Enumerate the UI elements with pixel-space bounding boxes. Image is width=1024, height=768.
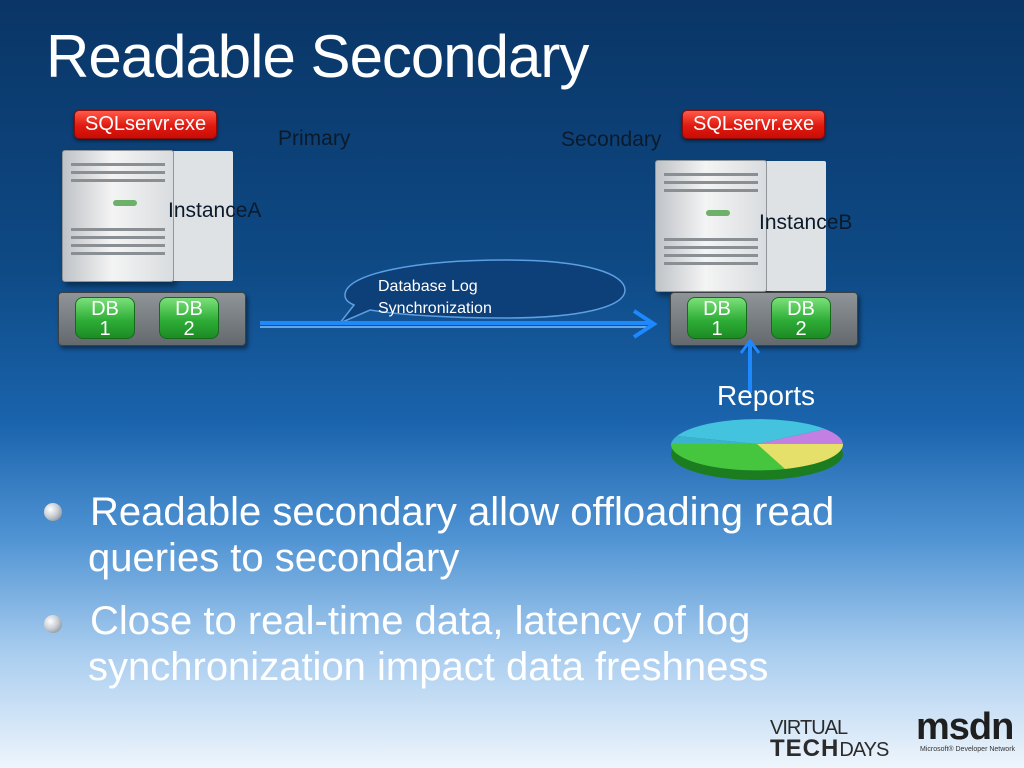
- msdn-logo-subtitle: Microsoft® Developer Network: [920, 746, 1016, 753]
- secondary-db2-label-2: 2: [795, 318, 807, 340]
- msdn-logo-text: msdn: [916, 706, 1014, 748]
- secondary-db1-label-1: DB: [703, 298, 731, 320]
- bullet-1-icon: [44, 503, 62, 521]
- primary-db2-label-2: 2: [183, 318, 195, 340]
- logo-virtual-text: VIRTUAL: [770, 717, 848, 739]
- primary-db1-label-2: 1: [99, 318, 111, 340]
- primary-db1-label-1: DB: [91, 298, 119, 320]
- primary-db2-icon: DB 2: [159, 297, 219, 339]
- secondary-process-label: SQLservr.exe: [682, 110, 826, 139]
- virtual-techdays-logo: VIRTUAL TECHDAYS: [770, 717, 889, 762]
- secondary-db2-label-1: DB: [787, 298, 815, 320]
- bullet-2-line2: synchronization impact data freshness: [88, 645, 769, 689]
- speech-bubble-shape: [339, 259, 626, 324]
- sync-arrow-head: [632, 309, 658, 339]
- bullet-1-line1: Readable secondary allow offloading read: [90, 490, 835, 534]
- sync-label-line1: Database Log: [378, 278, 478, 295]
- logo-days-text: DAYS: [839, 739, 889, 761]
- secondary-server-icon: [655, 160, 767, 292]
- slide-title: Readable Secondary: [46, 23, 589, 90]
- primary-db-tray: DB 1 DB 2: [58, 292, 246, 346]
- primary-role-label: Primary: [278, 127, 351, 150]
- secondary-db1-label-2: 1: [711, 318, 723, 340]
- bullet-1-line2: queries to secondary: [88, 536, 460, 580]
- secondary-db-tray: DB 1 DB 2: [670, 292, 858, 346]
- primary-db2-label-1: DB: [175, 298, 203, 320]
- primary-instance-label: InstanceA: [168, 199, 262, 222]
- primary-db1-icon: DB 1: [75, 297, 135, 339]
- bullet-2-icon: [44, 615, 62, 633]
- sync-label-line2: Synchronization: [378, 300, 492, 317]
- bullet-2-line1: Close to real-time data, latency of log: [90, 599, 751, 643]
- reports-label: Reports: [717, 380, 816, 411]
- secondary-db2-icon: DB 2: [771, 297, 831, 339]
- sync-diagram-graphics: [260, 259, 658, 339]
- bullet-1: Readable secondary allow offloading read…: [88, 489, 835, 581]
- primary-process-label: SQLservr.exe: [74, 110, 218, 139]
- secondary-db1-icon: DB 1: [687, 297, 747, 339]
- msdn-logo: msdn Microsoft® Developer Network: [916, 708, 1015, 753]
- pie-chart-icon: [670, 419, 844, 480]
- logo-tech-text: TECH: [770, 735, 840, 762]
- reports-arrow: [739, 338, 761, 393]
- sync-label: Database Log Synchronization: [378, 276, 492, 320]
- secondary-instance-label: InstanceB: [759, 211, 853, 234]
- primary-server-icon: [62, 150, 174, 282]
- secondary-role-label: Secondary: [561, 128, 662, 151]
- bullet-2: Close to real-time data, latency of log …: [88, 598, 769, 690]
